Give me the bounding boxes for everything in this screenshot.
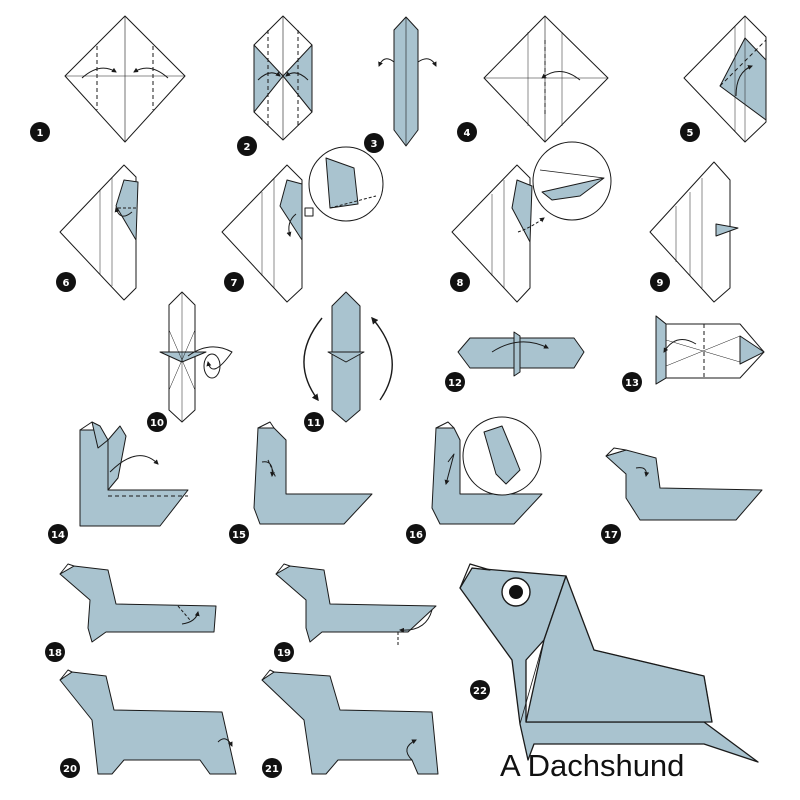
step-22-figure [459, 563, 759, 763]
step-badge-5: 5 [680, 122, 700, 142]
step-3-figure [378, 16, 437, 147]
diagram-title: A Dachshund [500, 748, 685, 783]
step-badge-7: 7 [224, 272, 244, 292]
step-17-figure [605, 447, 763, 521]
step-20-figure [59, 669, 237, 775]
turn-over-icon [417, 58, 437, 67]
step-number-badges: 1 2 3 4 5 6 7 8 9 10 11 12 13 14 15 16 1… [30, 122, 700, 778]
step-badge-19: 19 [274, 642, 294, 662]
step-badge-22: 22 [470, 680, 490, 700]
step-badge-9: 9 [650, 272, 670, 292]
step-9-figure [649, 161, 739, 303]
step-badge-12: 12 [445, 372, 465, 392]
step-badge-1: 1 [30, 122, 50, 142]
step-13-figure [655, 315, 765, 385]
step-label-11: 11 [307, 418, 321, 429]
step-12-figure [457, 331, 585, 377]
step-8-figure [451, 141, 612, 303]
zoom-detail-icon [532, 141, 612, 221]
step-label-12: 12 [448, 378, 462, 389]
step-badge-17: 17 [601, 524, 621, 544]
step-21-figure [261, 669, 439, 775]
step-label-19: 19 [277, 648, 291, 659]
step-label-1: 1 [37, 128, 44, 139]
step-badge-16: 16 [406, 524, 426, 544]
step-14-figure [79, 421, 189, 527]
step-label-3: 3 [371, 139, 378, 150]
rotate-arrow-icon [187, 346, 233, 370]
step-label-2: 2 [244, 142, 251, 153]
fold-arrow-icon [81, 67, 117, 79]
step-label-7: 7 [231, 278, 238, 289]
step-18-figure [59, 563, 217, 643]
step-badge-11: 11 [304, 412, 324, 432]
step-badge-4: 4 [457, 122, 477, 142]
step-6-figure [59, 164, 139, 301]
step-badge-13: 13 [622, 372, 642, 392]
step-badge-20: 20 [60, 758, 80, 778]
step-label-5: 5 [687, 128, 694, 139]
step-label-10: 10 [150, 418, 164, 429]
step-label-13: 13 [625, 378, 639, 389]
step-badge-8: 8 [450, 272, 470, 292]
step-label-14: 14 [51, 530, 65, 541]
step-label-18: 18 [48, 648, 62, 659]
fold-arrow-icon [133, 67, 169, 79]
step-11-figure [303, 291, 393, 423]
step-19-figure [275, 563, 437, 646]
step-label-4: 4 [464, 128, 471, 139]
step-label-16: 16 [409, 530, 423, 541]
rotate-arrow-icon [371, 316, 393, 401]
step-label-6: 6 [63, 278, 70, 289]
step-badge-15: 15 [229, 524, 249, 544]
step-badge-6: 6 [56, 272, 76, 292]
step-label-20: 20 [63, 764, 77, 775]
step-16-figure [431, 416, 543, 525]
step-label-8: 8 [457, 278, 464, 289]
step-4-figure [483, 15, 609, 143]
step-badge-18: 18 [45, 642, 65, 662]
step-7-figure [221, 146, 384, 303]
step-2-figure [253, 15, 313, 141]
step-badge-2: 2 [237, 136, 257, 156]
step-label-22: 22 [473, 686, 487, 697]
step-1-figure [64, 15, 186, 143]
step-5-figure [683, 15, 767, 143]
step-10-figure [159, 291, 233, 423]
step-label-15: 15 [232, 530, 246, 541]
eye-icon [501, 577, 531, 607]
turn-over-icon [378, 58, 395, 67]
step-label-9: 9 [657, 278, 664, 289]
step-badge-10: 10 [147, 412, 167, 432]
step-badge-3: 3 [364, 133, 384, 153]
step-15-figure [253, 421, 373, 525]
step-badge-21: 21 [262, 758, 282, 778]
step-badge-14: 14 [48, 524, 68, 544]
step-label-17: 17 [604, 530, 618, 541]
step-label-21: 21 [265, 764, 279, 775]
rotate-arrow-icon [303, 317, 323, 402]
